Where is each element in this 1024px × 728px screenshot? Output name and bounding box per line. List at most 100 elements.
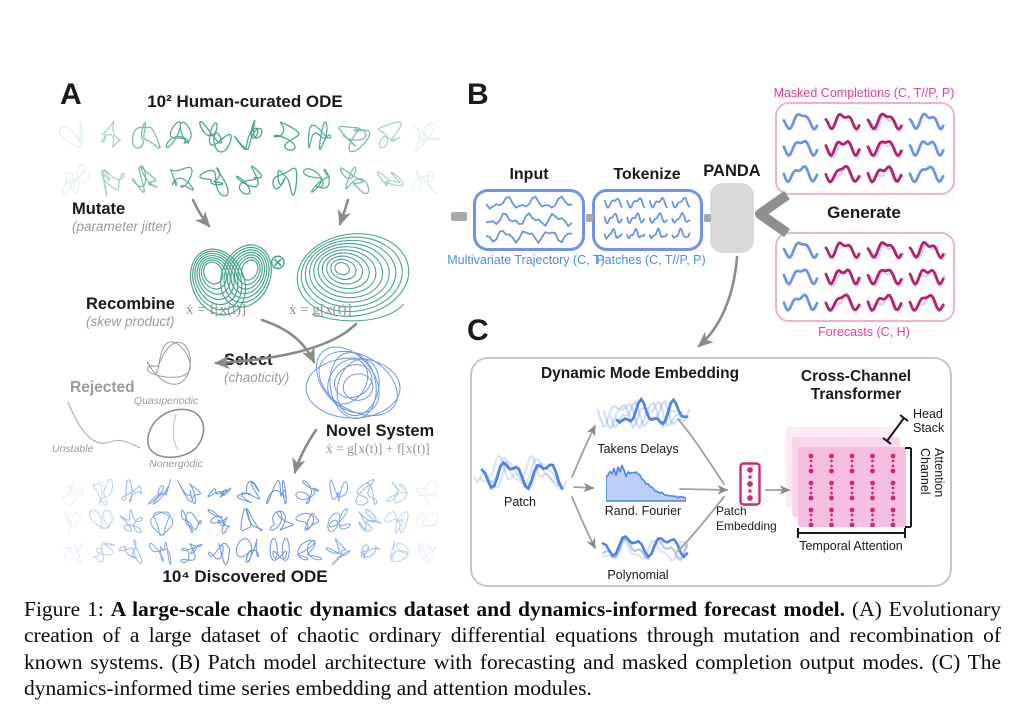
patch-embedding-icon (739, 462, 761, 506)
discovered-attractor-thumb (176, 507, 206, 536)
panel-a-top-title: 10² Human-curated ODE (147, 92, 343, 111)
nonergodic-sketch (138, 404, 210, 460)
discovered-attractor-thumb (412, 537, 442, 566)
tokenize-title: Tokenize (613, 166, 681, 183)
mutate-arrow-left (191, 198, 211, 228)
patch-label: Patch (504, 495, 536, 509)
channel-attention-label: Channel Attention (918, 448, 946, 498)
quasiperiodic-label: Quasiperiodic (133, 395, 199, 407)
discovered-attractor-thumb (412, 507, 442, 536)
curated-attractor-thumb (163, 158, 198, 202)
unstable-sketch-art (67, 401, 141, 449)
transformer-title-2: Transformer (810, 386, 902, 403)
curated-attractor-thumb (93, 114, 128, 158)
curated-attractor-thumb (58, 114, 93, 158)
discovered-attractor-thumb (235, 478, 265, 507)
curated-attractor-thumb (302, 114, 337, 158)
discovered-attractor-thumb (324, 507, 354, 536)
curated-attractor-thumb (128, 114, 163, 158)
attention-grid-layer (798, 447, 906, 527)
curated-attractor-thumb (93, 158, 128, 202)
forecasts-label: Forecasts (C, H) (818, 325, 910, 339)
transformer-title-1: Cross-Channel (800, 368, 912, 385)
takens-art (597, 396, 691, 431)
polynomial-waveform (599, 528, 691, 568)
discovered-attractor-thumb (383, 537, 413, 566)
discovered-attractor-thumb (235, 507, 265, 536)
curated-attractor-thumb (233, 158, 268, 202)
human-curated-attractor-grid (58, 114, 442, 202)
panel-a-label: A (60, 78, 82, 111)
panda-box (710, 183, 754, 253)
quasiperiodic-sketch-art (146, 341, 191, 385)
select-subtitle: (chaoticity) (224, 370, 290, 385)
curated-attractor-thumb (58, 158, 93, 202)
panel-b-label: B (467, 78, 489, 111)
patch-embedding-art (739, 462, 761, 506)
discovered-attractor-thumb (58, 507, 88, 536)
curated-attractor-thumb (163, 114, 198, 158)
generate-label: Generate (827, 203, 901, 222)
panel-c-label: C (467, 314, 489, 347)
mutate-title: Mutate (72, 200, 126, 218)
panda-title: PANDA (703, 162, 761, 180)
panel-a-bottom-title: 10⁴ Discovered ODE (162, 567, 328, 586)
patch-art (474, 453, 568, 491)
fourier-art (606, 464, 686, 502)
discovered-attractor-thumb (324, 537, 354, 566)
rand-fourier-spectrum (606, 461, 686, 503)
recombine-title: Recombine (86, 295, 175, 313)
spiral-attractor (292, 226, 414, 324)
discovered-attractor-thumb (265, 537, 295, 566)
attention-dots-art (808, 453, 896, 527)
fan-arrow-fourier (573, 482, 595, 493)
input-left-dash (451, 212, 467, 221)
fan-arrow-poly (571, 496, 596, 550)
masked-completions-art (782, 112, 945, 185)
discovered-attractor-thumb (294, 507, 324, 536)
discovered-attractor-thumb (353, 537, 383, 566)
discovered-attractor-thumb (176, 537, 206, 566)
patches-label: Patches (C, T//P, P) (596, 253, 706, 267)
polynomial-label: Polynomial (607, 568, 669, 582)
converge-line-fourier (679, 485, 729, 495)
curated-attractor-thumb (128, 158, 163, 202)
curated-attractor-thumb (372, 158, 407, 202)
caption-body: (A) Evolutionary creation of a large dat… (24, 597, 1002, 701)
temporal-attention-bracket (797, 528, 906, 538)
discovered-attractor-thumb (235, 537, 265, 566)
connector-overlay (191, 190, 912, 552)
patch-waveform (474, 448, 568, 500)
discovered-attractor-thumb (383, 478, 413, 507)
discovered-attractor-thumb (206, 507, 236, 536)
forecasts-art (782, 240, 947, 313)
curated-attractor-thumb (337, 158, 372, 202)
nonergodic-sketch-art (147, 408, 205, 458)
head-stack-bracket-ticks (882, 414, 909, 445)
discovered-attractor-thumb (412, 478, 442, 507)
temporal-attention-label: Temporal Attention (799, 539, 903, 553)
discovered-attractor-thumb (147, 507, 177, 536)
discovered-attractor-thumb (88, 478, 118, 507)
discovered-attractor-thumb (88, 537, 118, 566)
unstable-label: Unstable (52, 443, 94, 455)
novel-to-discovered-arrow (292, 428, 318, 474)
discovered-attractor-thumb (147, 537, 177, 566)
discovered-attractor-thumb (117, 537, 147, 566)
forecasts-box (775, 232, 955, 322)
discovered-attractor-thumb (88, 507, 118, 536)
caption-bold-title: A large-scale chaotic dynamics dataset a… (110, 597, 845, 621)
curated-attractor-thumb (198, 114, 233, 158)
discovered-attractor-thumb (324, 478, 354, 507)
discovered-attractor-thumb (58, 537, 88, 566)
tokenize-box (592, 189, 703, 251)
equation-g: ẋ = g[x(t)] (289, 302, 352, 318)
tokenize-panda-dash (704, 214, 711, 222)
spiral-attractor-art (296, 233, 410, 322)
recombine-subtitle: (skew product) (86, 314, 175, 329)
channel-attention-bracket (905, 447, 912, 528)
curated-attractor-thumb (267, 158, 302, 202)
mutate-subtitle: (parameter jitter) (72, 219, 172, 234)
takens-delays-waveform (597, 392, 691, 440)
